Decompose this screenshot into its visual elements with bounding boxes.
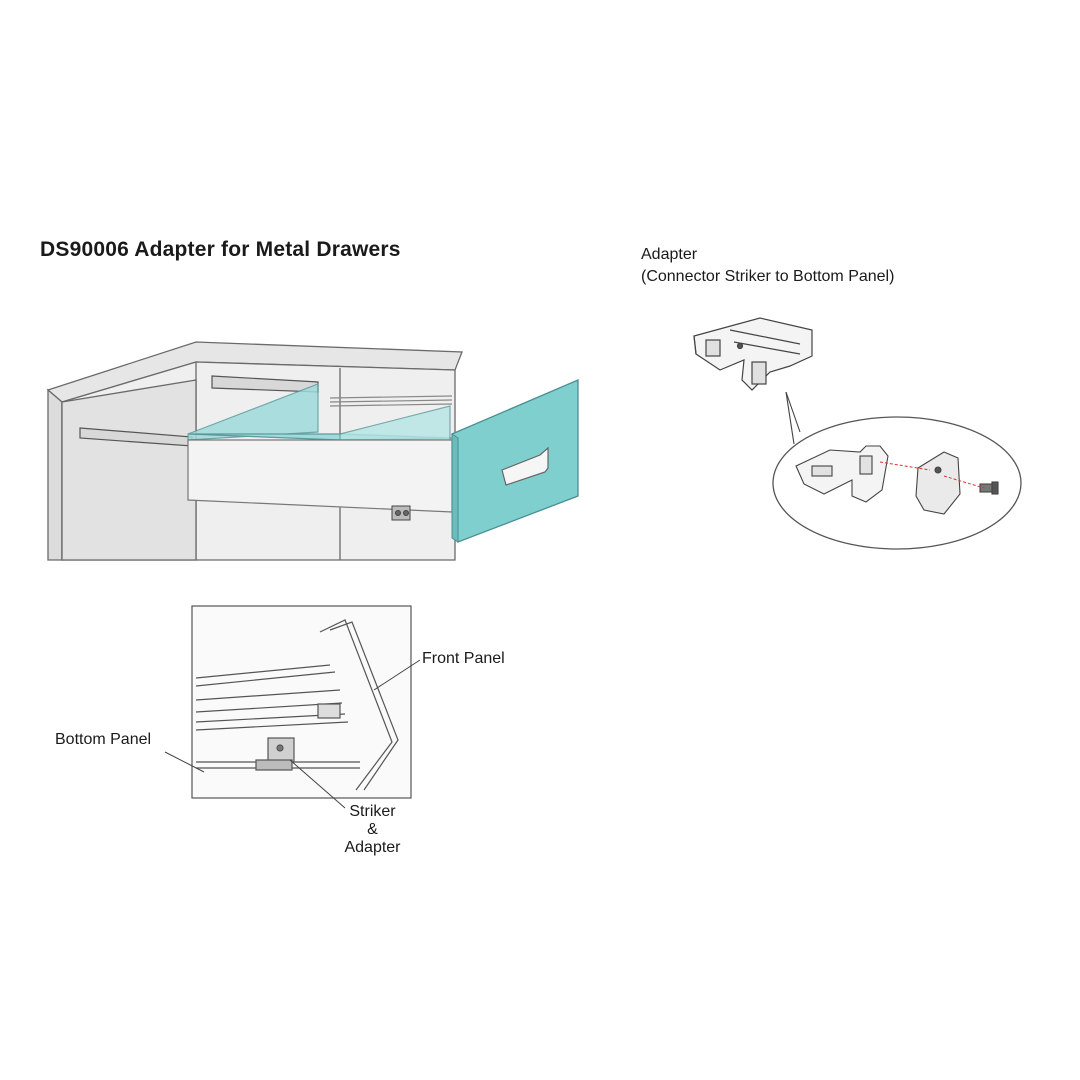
- adapter-caption: Adapter (Connector Striker to Bottom Pan…: [641, 244, 894, 288]
- drawer-front: [451, 379, 579, 543]
- adapter-caption-line2: (Connector Striker to Bottom Panel): [641, 268, 895, 285]
- striker-adapter-label: Striker & Adapter: [325, 803, 420, 857]
- striker-label-line1: Striker: [349, 803, 396, 820]
- adapter-callout: [772, 416, 1022, 550]
- leader-lines: [164, 659, 421, 809]
- striker-hardware: [391, 505, 411, 521]
- detail-inset: [191, 605, 412, 799]
- striker-label-line2: &: [367, 821, 378, 838]
- adapter-part-top: [693, 317, 813, 391]
- page-title: DS90006 Adapter for Metal Drawers: [40, 238, 401, 261]
- bottom-panel-label: Bottom Panel: [55, 731, 152, 748]
- callout-lines: [785, 391, 801, 445]
- front-panel-label: Front Panel: [422, 650, 505, 667]
- adapter-caption-line1: Adapter: [641, 246, 698, 263]
- drawer-box: [187, 383, 453, 513]
- striker-label-line3: Adapter: [344, 839, 401, 856]
